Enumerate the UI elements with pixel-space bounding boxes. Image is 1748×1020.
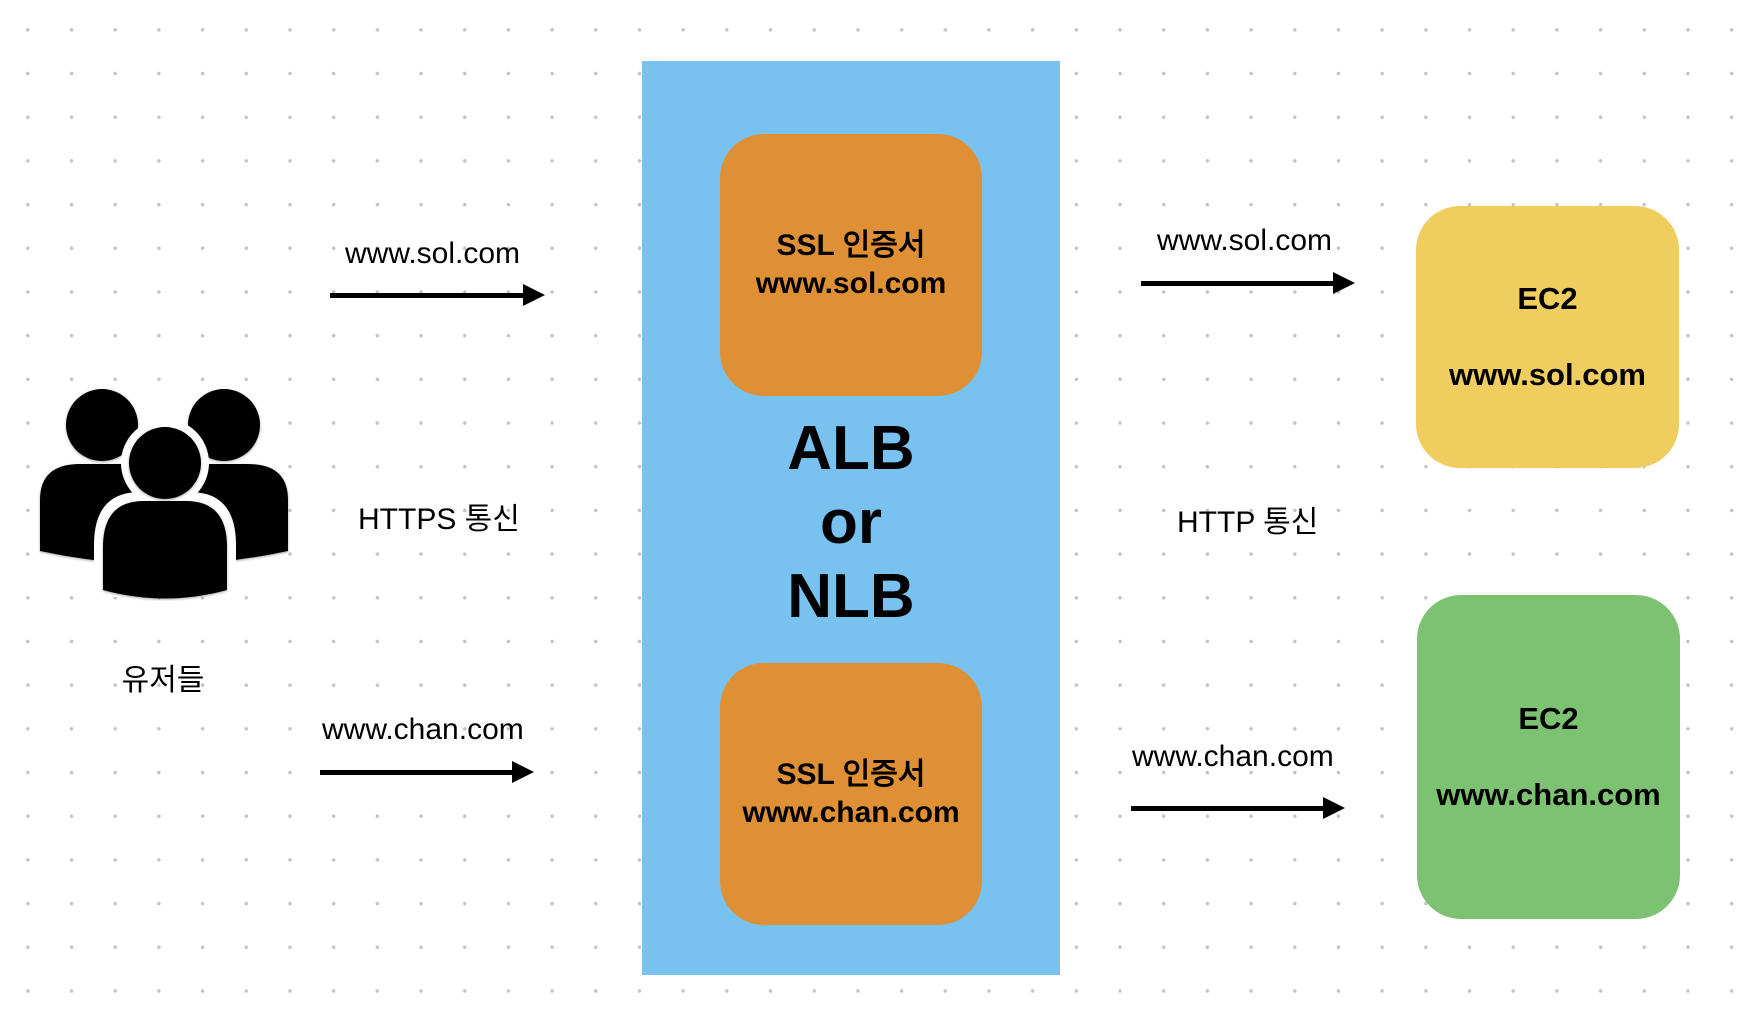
ec2-domain: www.sol.com (1449, 357, 1646, 392)
client-bottom-domain-label: www.chan.com (322, 713, 524, 746)
arrow-head-icon (523, 284, 545, 306)
ssl-certificate-domain: www.chan.com (742, 796, 960, 829)
users-label: 유저들 (121, 664, 205, 697)
server-top-domain-label: www.sol.com (1157, 224, 1333, 257)
ssl-certificate-title: SSL 인증서 (776, 758, 926, 791)
server-protocol-label: HTTP 통신 (1177, 506, 1319, 539)
users-group-icon (40, 389, 288, 599)
ec2-domain: www.chan.com (1436, 777, 1661, 812)
arrow-shaft (330, 293, 526, 298)
arrow-shaft (320, 770, 515, 775)
load-balancer-title-alb: ALB (787, 414, 915, 483)
arrow-shaft (1141, 281, 1335, 286)
ssl-certificate-box: SSL 인증서 www.chan.com (720, 663, 982, 925)
users-group (36, 385, 292, 601)
arrow-head-icon (1333, 272, 1355, 294)
ssl-certificate-domain: www.sol.com (755, 267, 947, 300)
load-balancer-title-or: or (820, 488, 882, 557)
server-bottom-domain-label: www.chan.com (1132, 740, 1334, 773)
load-balancer-title: ALB or NLB (642, 412, 1060, 634)
arrow-head-icon (512, 761, 534, 783)
ec2-box-chan: EC2 www.chan.com (1417, 595, 1680, 919)
load-balancer-title-nlb: NLB (787, 562, 915, 631)
ssl-certificate-title: SSL 인증서 (776, 229, 926, 262)
ec2-title: EC2 (1518, 701, 1579, 736)
client-top-domain-label: www.sol.com (345, 237, 521, 270)
ec2-box-sol: EC2 www.sol.com (1416, 206, 1679, 468)
ec2-title: EC2 (1517, 281, 1578, 316)
arrow-shaft (1131, 806, 1325, 811)
ssl-certificate-box: SSL 인증서 www.sol.com (720, 134, 982, 396)
client-protocol-label: HTTPS 통신 (358, 503, 520, 536)
arrow-head-icon (1323, 797, 1345, 819)
